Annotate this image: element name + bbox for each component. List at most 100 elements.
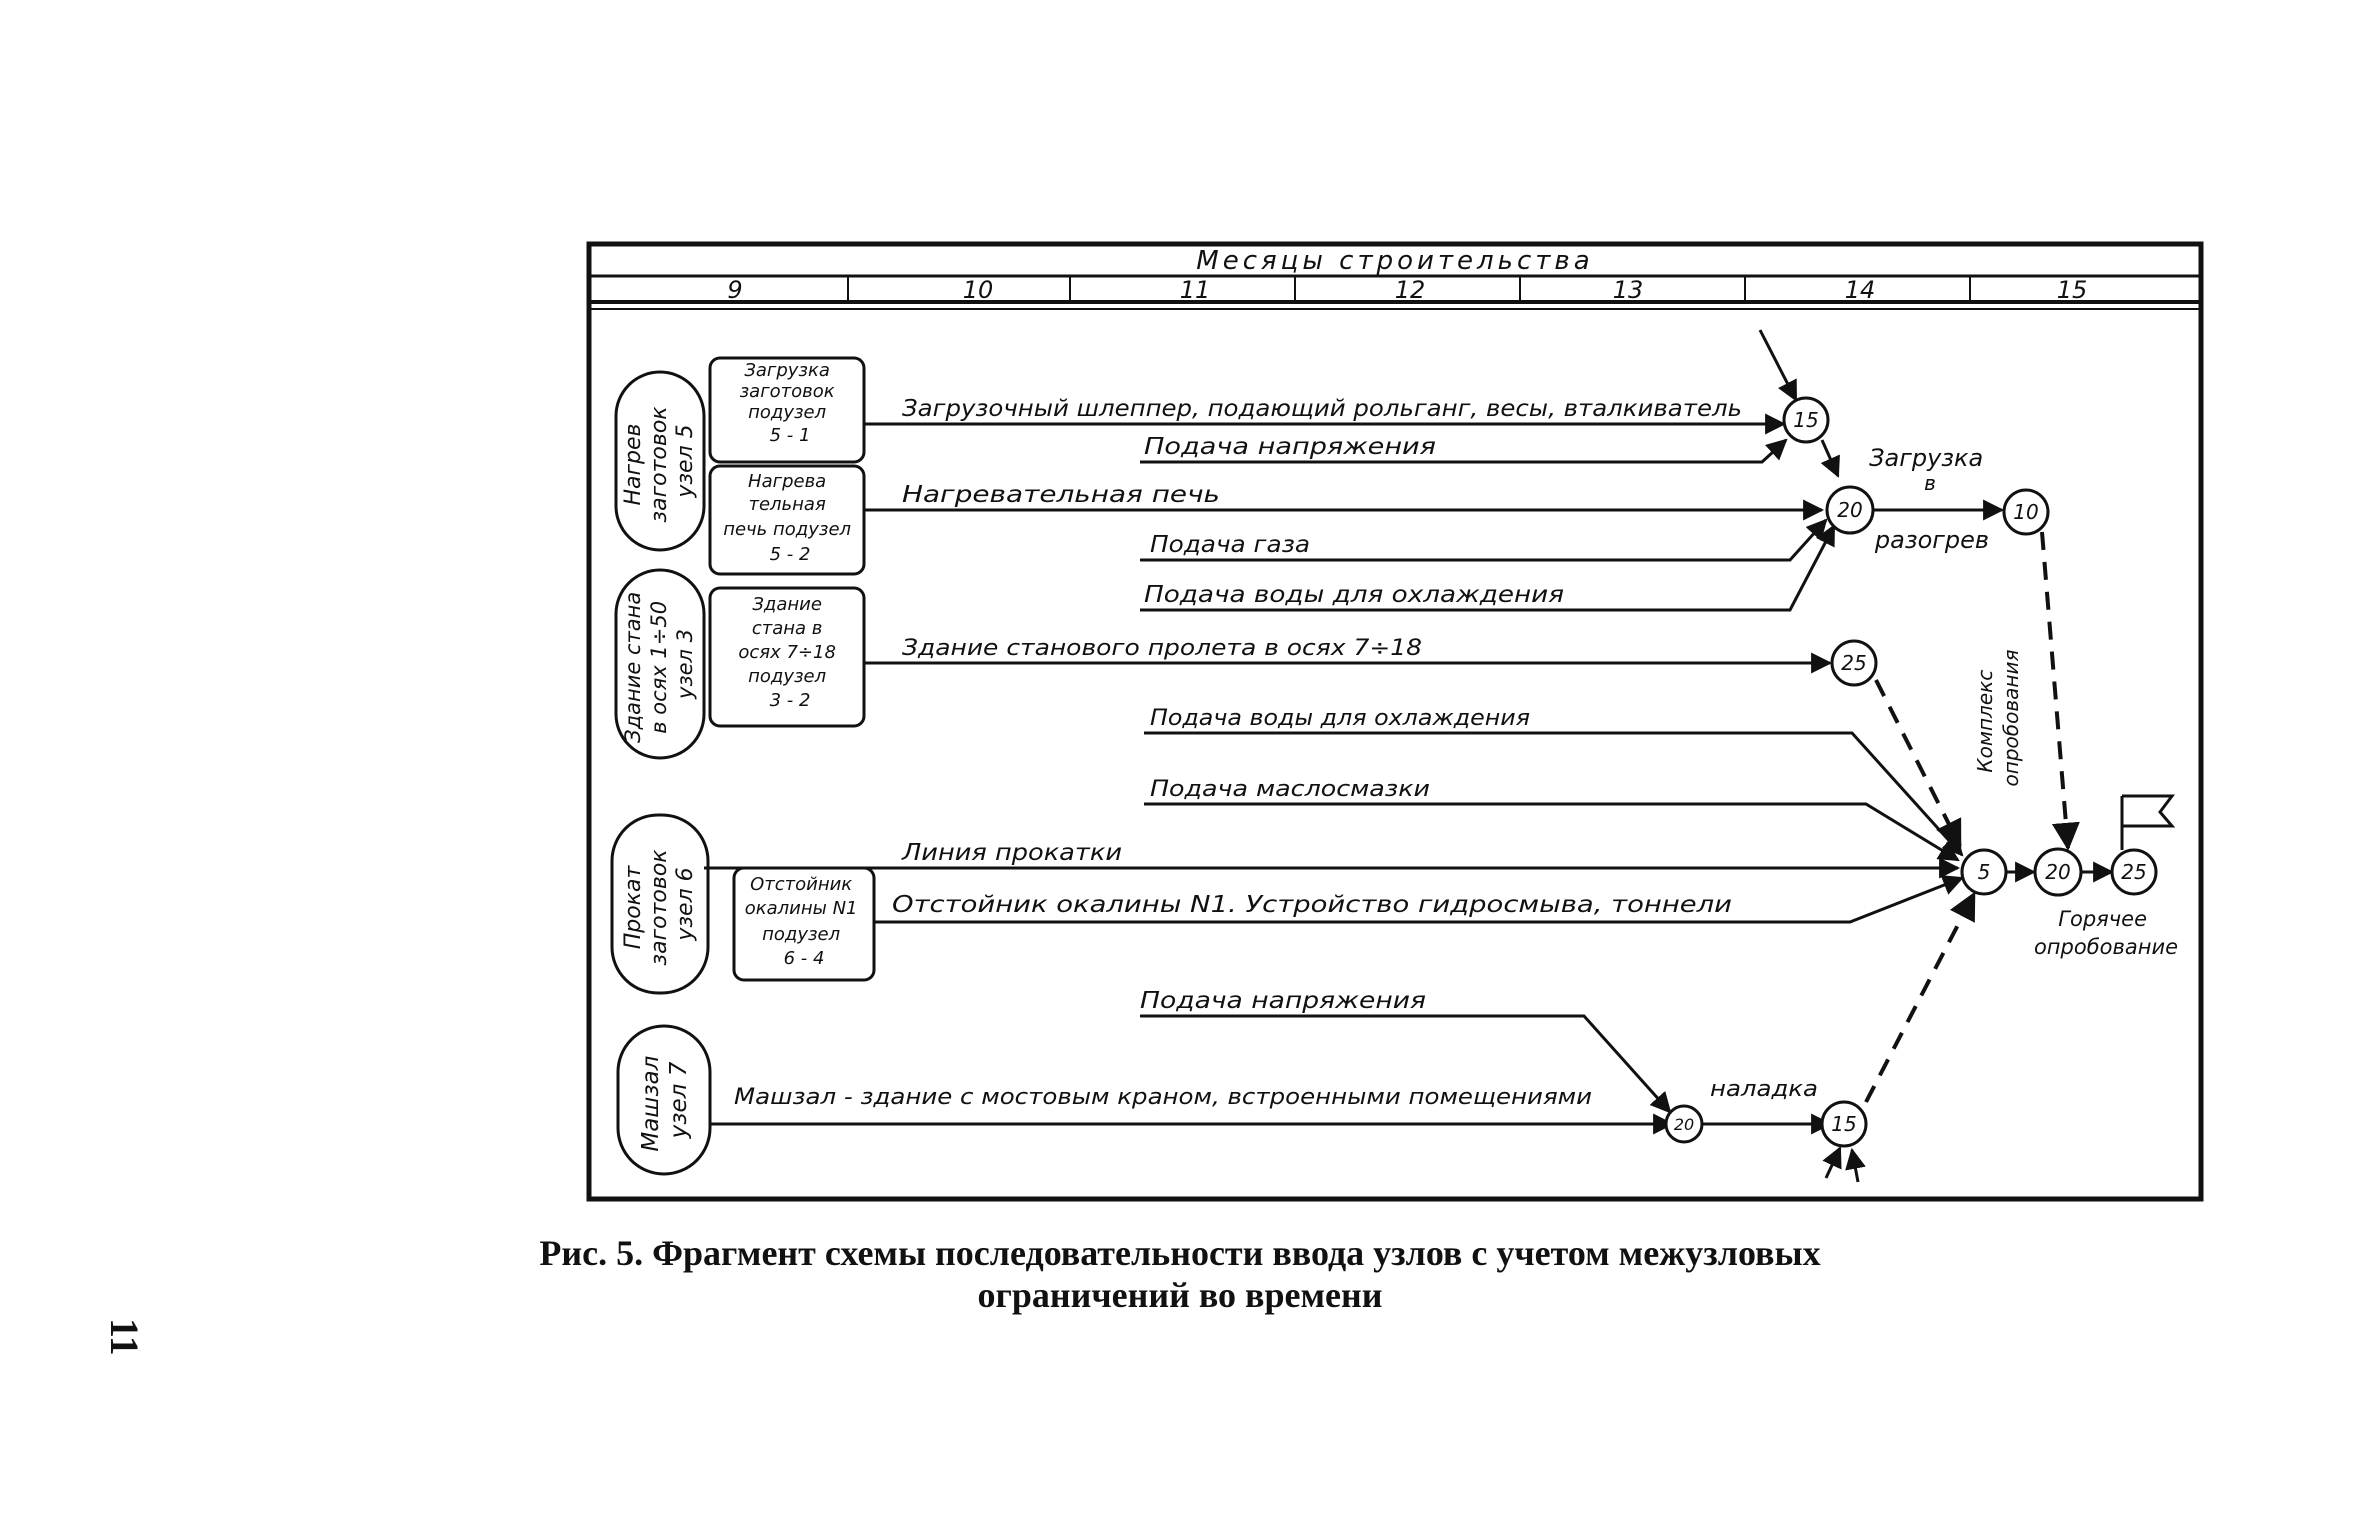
- activity-a6: Здание станового пролета в осях 7÷18: [902, 636, 1422, 661]
- event-5-label: 5: [1978, 860, 1991, 884]
- dependency-arrows: [1864, 531, 2080, 1103]
- month-label-9: 9: [727, 276, 742, 304]
- diagram-frame: [586, 241, 2204, 1202]
- group-uzel-3-line1: Здание стана: [621, 592, 645, 743]
- svg-text:разогрев: разогрев: [1874, 526, 1989, 554]
- arrow-15a-20a: [1820, 439, 1840, 478]
- dash-15b-5: [1864, 891, 1976, 1103]
- svg-text:Загрузка в: Загрузка в: [1869, 444, 1991, 495]
- month-label-10: 10: [963, 276, 994, 304]
- event-25b: [2110, 848, 2158, 896]
- group-uzel-3-line2: в осях 1÷50: [647, 601, 671, 734]
- event-20b-label: 20: [2045, 860, 2070, 884]
- month-labels: 9 10 11 12 13 14 15: [727, 276, 2087, 304]
- svg-text:Нагрев заготовок у: Нагрев заготовок узел 5: [621, 399, 698, 522]
- event-20c-label: 20: [1674, 1115, 1694, 1134]
- group-uzel-6-line3: узел 6: [673, 867, 698, 941]
- group-uzel-5-line2: заготовок: [647, 406, 672, 523]
- month-label-14: 14: [1845, 276, 1876, 304]
- event-15b-label: 15: [1831, 1112, 1856, 1136]
- annotation-complex: Комплекс опробования: [1973, 650, 2023, 787]
- svg-text:Отстойник окалины N1: Отстойник окалины N1 подузел 6 - 4: [745, 874, 863, 969]
- dash-25a-5: [1874, 679, 1962, 849]
- header-title: Месяцы строительства: [1196, 246, 1593, 276]
- month-label-12: 12: [1395, 276, 1426, 304]
- group-uzel-7: Машзал узел 7: [616, 1024, 712, 1176]
- month-label-13: 13: [1613, 276, 1644, 304]
- activity-labels: Загрузочный шлеппер, подающий рольганг, …: [734, 396, 1818, 1110]
- caption-line-2: ограничений во времени: [977, 1275, 1383, 1315]
- group-uzel-3-line3: узел 3: [673, 629, 697, 700]
- events: [1664, 396, 2158, 1148]
- activity-arrows: [704, 329, 2115, 1183]
- group-uzel-5: Нагрев заготовок узел 5: [614, 370, 706, 552]
- month-separators: [847, 276, 1971, 302]
- svg-text:Комплекс опробования: Комплекс опробования: [1973, 650, 2023, 787]
- activity-a11: Подача напряжения: [1140, 988, 1426, 1014]
- arrow-a11: [1140, 1014, 1672, 1114]
- page-number: 11: [102, 1318, 147, 1356]
- subunit-3-2: Здание стана в осях 7÷18 подузел 3 - 2: [708, 586, 866, 728]
- month-label-11: 11: [1180, 276, 1211, 304]
- activity-a3: Нагревательная печь: [902, 482, 1220, 508]
- month-label-15: 15: [2057, 276, 2088, 304]
- event-25a: [1830, 639, 1878, 687]
- group-uzel-7-line2: узел 7: [666, 1061, 692, 1139]
- dash-10-20b: [2040, 531, 2080, 851]
- activity-a13: наладка: [1710, 1077, 1818, 1102]
- activity-a12: Машзал - здание с мостовым краном, встро…: [734, 1085, 1592, 1110]
- svg-text:Машзал узел 7: Машзал узел 7: [638, 1048, 692, 1151]
- arrow-into-15b-1: [1822, 1146, 1842, 1179]
- group-uzel-5-line1: Нагрев: [621, 423, 646, 505]
- event-labels: 15 20 10 25 5 20 25 20 15: [1674, 408, 2147, 1136]
- activity-a7: Подача воды для охлаждения: [1150, 706, 1530, 731]
- activity-a1: Загрузочный шлеппер, подающий рольганг, …: [902, 396, 1742, 422]
- event-20c: [1664, 1104, 1704, 1144]
- arrow-a4: [1140, 518, 1828, 562]
- event-10: [2002, 488, 2050, 536]
- activity-a9: Линия прокатки: [901, 840, 1122, 866]
- event-15a-label: 15: [1793, 408, 1818, 432]
- activity-a2: Подача напряжения: [1144, 434, 1436, 460]
- arrow-a8: [1144, 802, 1960, 862]
- subunit-5-2: Нагрева тельная печь подузел 5 - 2: [708, 464, 866, 576]
- arrow-a7: [1144, 731, 1964, 857]
- group-uzel-6-line2: заготовок: [647, 849, 672, 966]
- subunit-6-4: Отстойник окалины N1 подузел 6 - 4: [732, 866, 876, 982]
- svg-text:Нагрева тельная пе: Нагрева тельная печь подузел 5 - 2: [723, 471, 857, 565]
- group-uzel-5-line3: узел 5: [673, 424, 698, 498]
- svg-text:Горячее опробование: Горячее опробование: [2034, 907, 2178, 959]
- event-20a-label: 20: [1837, 498, 1862, 522]
- arrow-a2: [1140, 438, 1788, 464]
- activity-a5: Подача воды для охлаждения: [1144, 582, 1564, 608]
- event-15a: [1782, 396, 1830, 444]
- figure-caption: Рис. 5. Фрагмент схемы последовательност…: [420, 1232, 1940, 1316]
- caption-line-1: Рис. 5. Фрагмент схемы последовательност…: [539, 1233, 1821, 1273]
- activity-a10: Отстойник окалины N1. Устройство гидросм…: [892, 892, 1732, 918]
- annotation-loading: Загрузка в разогрев: [1869, 444, 1991, 554]
- event-15b: [1820, 1100, 1868, 1148]
- svg-text:Здание стана в ося: Здание стана в осях 7÷18 подузел 3 - 2: [738, 594, 841, 711]
- event-25b-label: 25: [2121, 860, 2146, 884]
- annotation-hot-testing: Горячее опробование: [2034, 907, 2178, 959]
- arrow-into-15b-2: [1845, 1147, 1866, 1183]
- svg-text:Прокат заготовок у: Прокат заготовок узел 6: [621, 842, 698, 965]
- arrow-a10: [874, 875, 1964, 924]
- event-5: [1960, 848, 2008, 896]
- svg-text:Загрузка заготовок: Загрузка заготовок подузел 5 - 1: [740, 360, 841, 446]
- flag-icon: [2120, 794, 2176, 850]
- event-20b: [2033, 847, 2083, 897]
- group-uzel-6-line1: Прокат: [621, 865, 646, 950]
- event-25a-label: 25: [1841, 651, 1866, 675]
- arrow-into-15a: [1758, 329, 1798, 402]
- group-uzel-6: Прокат заготовок узел 6: [610, 813, 710, 995]
- event-10-label: 10: [2013, 500, 2038, 524]
- svg-text:Здание стана в осях 1÷50: Здание стана в осях 1÷50 узел 3: [621, 585, 697, 743]
- group-uzel-3: Здание стана в осях 1÷50 узел 3: [614, 568, 706, 760]
- event-20a: [1825, 485, 1875, 535]
- activity-a8: Подача маслосмазки: [1150, 777, 1430, 802]
- group-uzel-7-line1: Машзал: [638, 1055, 664, 1151]
- activity-a4: Подача газа: [1150, 532, 1310, 558]
- subunit-5-1: Загрузка заготовок подузел 5 - 1: [708, 356, 866, 464]
